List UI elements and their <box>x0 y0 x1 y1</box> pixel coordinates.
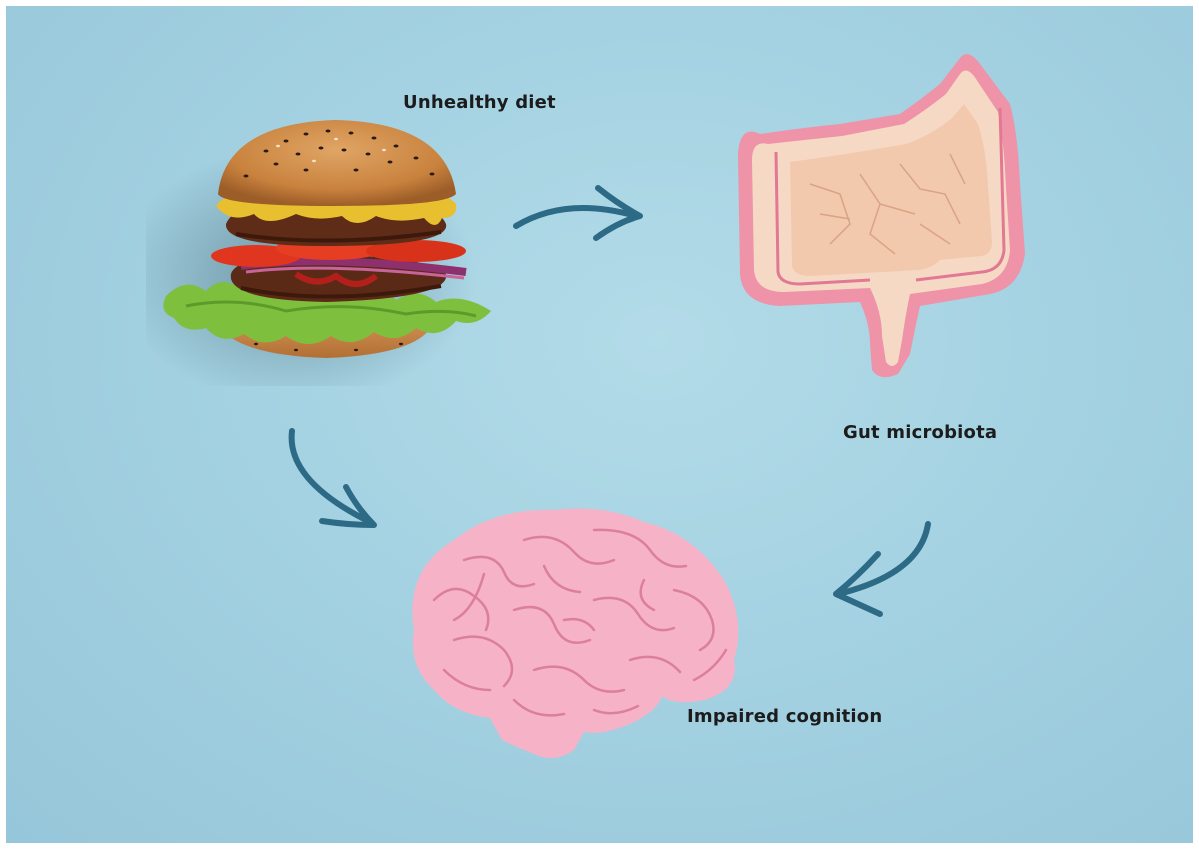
label-gut-microbiota: Gut microbiota <box>843 422 997 443</box>
diagram-canvas: Unhealthy diet Gut microbiota Impaired c… <box>6 6 1193 843</box>
label-impaired-cognition: Impaired cognition <box>687 706 882 727</box>
brain-icon <box>394 500 754 770</box>
arrow-gut-to-brain-icon <box>824 514 944 624</box>
burger-icon <box>146 106 506 386</box>
arrow-diet-to-brain-icon <box>276 421 396 541</box>
arrow-diet-to-gut-icon <box>506 176 656 246</box>
intestines-icon <box>720 44 1040 384</box>
label-unhealthy-diet: Unhealthy diet <box>403 92 556 113</box>
